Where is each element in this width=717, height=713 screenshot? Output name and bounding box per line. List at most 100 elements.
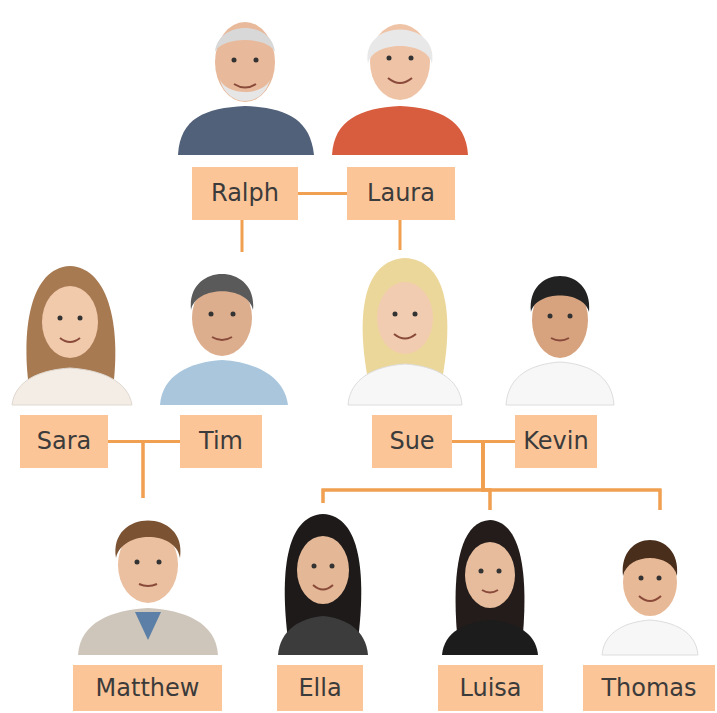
person-name: Ella (298, 675, 341, 701)
person-name: Thomas (601, 675, 696, 701)
mouth (139, 584, 157, 586)
shirt (602, 620, 698, 655)
person-node: Laura (347, 8, 455, 220)
family-line (399, 220, 402, 250)
family-line (483, 442, 515, 511)
smile (234, 84, 256, 88)
smile (551, 338, 569, 341)
eye (479, 569, 484, 574)
name-box: Tim (180, 415, 262, 468)
person-name: Sue (389, 428, 434, 454)
eye (209, 312, 214, 317)
name-box: Kevin (515, 415, 597, 468)
hair (215, 28, 275, 52)
eye (497, 569, 502, 574)
face (215, 22, 275, 102)
face (377, 282, 433, 354)
tim-portrait (160, 274, 288, 405)
family-line (143, 442, 180, 499)
eye (232, 58, 237, 63)
matthew-portrait (78, 521, 218, 656)
beard (220, 80, 270, 101)
name-box: Thomas (583, 665, 715, 711)
sara-portrait (12, 266, 132, 405)
smile (394, 334, 416, 339)
person-node: Ella (277, 503, 363, 711)
smile (482, 590, 498, 593)
hair (367, 30, 432, 65)
name-box: Luisa (438, 665, 543, 711)
eye (393, 312, 398, 317)
smile (388, 78, 412, 83)
person-node: Sara (20, 252, 108, 468)
person-name: Tim (199, 428, 243, 454)
plaid-shirt (178, 106, 314, 155)
person-node: Matthew (73, 498, 222, 711)
hair (363, 258, 448, 380)
eye (387, 56, 392, 61)
eye (409, 56, 414, 61)
person-node: Luisa (438, 510, 543, 711)
name-box: Ralph (192, 167, 298, 220)
top (12, 368, 132, 405)
person-name: Laura (367, 180, 435, 206)
name-box: Ella (277, 665, 363, 711)
grandmother-portrait (332, 24, 468, 155)
eye (312, 564, 317, 569)
hair (191, 274, 253, 310)
person-node: Tim (180, 252, 262, 468)
person-name: Ralph (211, 180, 279, 206)
eye (157, 560, 162, 565)
eye (58, 316, 63, 321)
smile (313, 585, 333, 590)
name-box: Sara (20, 415, 108, 468)
smile (212, 337, 232, 340)
top (278, 616, 368, 655)
face (42, 286, 98, 358)
name-box: Matthew (73, 665, 222, 711)
eye (568, 314, 573, 319)
person-name: Luisa (459, 675, 521, 701)
shirt (506, 362, 614, 405)
eye (330, 564, 335, 569)
shirt (135, 612, 161, 640)
eye (254, 58, 259, 63)
family-line (241, 220, 244, 252)
grandfather-portrait (178, 22, 314, 155)
eye (639, 576, 644, 581)
top (348, 364, 462, 405)
face (297, 536, 349, 604)
eye (548, 314, 553, 319)
eye (657, 576, 662, 581)
family-line (298, 192, 347, 195)
name-box: Sue (372, 415, 452, 468)
top (442, 620, 538, 655)
smile (60, 338, 80, 342)
kevin-portrait (506, 276, 614, 405)
person-node: Kevin (515, 255, 597, 468)
person-name: Sara (37, 428, 92, 454)
person-node: Sue (372, 250, 452, 468)
ella-portrait (278, 514, 368, 655)
eye (135, 560, 140, 565)
luisa-portrait (442, 520, 538, 655)
eye (231, 312, 236, 317)
eye (78, 316, 83, 321)
hoodie (78, 608, 218, 655)
person-name: Matthew (96, 675, 200, 701)
hair (115, 521, 180, 559)
name-box: Laura (347, 167, 455, 220)
thomas-portrait (602, 540, 698, 655)
eye (413, 312, 418, 317)
family-line (108, 442, 143, 499)
person-node: Ralph (192, 8, 298, 220)
smile (639, 596, 661, 601)
hair (623, 540, 678, 576)
shirt (160, 360, 288, 405)
person-node: Thomas (583, 510, 715, 711)
hair (531, 276, 590, 312)
